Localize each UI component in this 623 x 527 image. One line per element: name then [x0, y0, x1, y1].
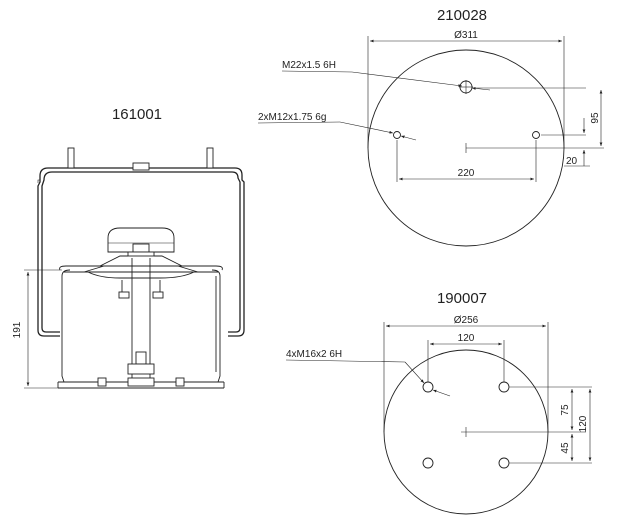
bellows-height-label: 191	[12, 321, 23, 338]
horizontal-spacing-label: 120	[458, 333, 475, 344]
bump-stop	[107, 227, 175, 257]
top-center-plate	[132, 162, 150, 171]
side-hole-right	[532, 131, 540, 139]
piston-body	[57, 258, 225, 389]
side-thread-label: 2xM12x1.75 6g	[258, 112, 326, 123]
bellows-part-code: 161001	[112, 106, 162, 123]
bolt-label: 4xM16x2 6H	[286, 349, 342, 360]
top-plate-view: 210028 Ø311 M22x1.5 6H 2xM12x1.75 6g 220	[257, 7, 604, 247]
piston-flange	[59, 255, 223, 299]
bolt-hole-top-right	[498, 381, 510, 393]
small-offset-label: 20	[566, 156, 578, 167]
hole-spacing-label: 220	[458, 168, 475, 179]
mounting-bracket	[37, 147, 245, 337]
bolt-hole-bottom-left	[422, 457, 434, 469]
bottom-plate-part-code: 190007	[437, 290, 487, 307]
top-plate-diameter-label: Ø311	[454, 30, 478, 41]
offset-upper-label: 75	[560, 404, 571, 416]
vertical-offset-label: 95	[590, 112, 601, 124]
bolt-hole-bottom-right	[498, 457, 510, 469]
top-plate-part-code: 210028	[437, 7, 487, 24]
side-hole-left	[393, 131, 401, 139]
top-stud-left	[67, 147, 75, 169]
vertical-spacing-label: 120	[578, 415, 589, 432]
bolt-hole-top-left	[422, 381, 434, 393]
bottom-plate-diameter-label: Ø256	[454, 315, 479, 326]
offset-lower-label: 45	[560, 442, 571, 454]
bellows-height-dimension: 191	[12, 269, 62, 389]
top-stud-right	[206, 147, 214, 169]
bellows-side-view: 161001	[12, 106, 245, 389]
center-thread-label: M22x1.5 6H	[282, 60, 336, 71]
bottom-plate-view: 190007 Ø256 120 4xM16x2 6H 75 45 1	[285, 290, 592, 515]
